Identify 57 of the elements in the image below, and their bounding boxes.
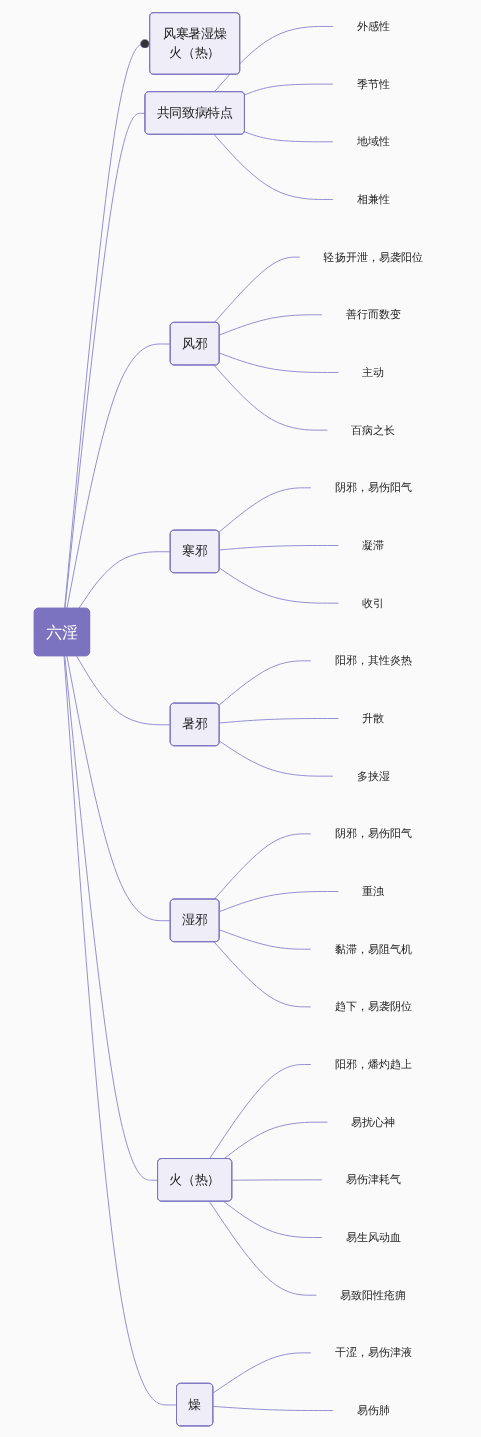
connector: [219, 545, 339, 551]
node-text: 轻扬开泄，易袭阳位: [323, 250, 423, 264]
node-text: 阴邪，易伤阳气: [334, 481, 412, 494]
connector: [213, 833, 312, 900]
connector: [218, 660, 312, 706]
node-text: 趋下，易袭阴位: [334, 1000, 412, 1013]
node-text: 凝滞: [362, 538, 385, 552]
connector: [213, 134, 334, 200]
connector: [212, 1352, 312, 1394]
connector: [212, 1405, 334, 1411]
connector: [66, 655, 172, 922]
connector: [223, 1121, 328, 1160]
connector: [244, 131, 334, 143]
node-text: 相兼性: [356, 192, 390, 206]
connector: [64, 655, 159, 1181]
connector: [223, 1201, 323, 1238]
connector: [213, 256, 301, 324]
node-text: 易伤肺: [356, 1403, 390, 1417]
connector: [231, 1179, 323, 1181]
connector: [219, 891, 339, 913]
node-text: 地域性: [356, 135, 390, 148]
connector: [219, 718, 339, 724]
node-text: 百病之长: [351, 423, 396, 437]
connector: [219, 314, 323, 336]
node-text: 重浊: [362, 884, 385, 898]
connector: [76, 655, 172, 726]
node-text: 黏滞，易阻气机: [334, 942, 412, 956]
node-text: 易生风动血: [345, 1230, 401, 1244]
connector: [213, 364, 328, 431]
connector: [219, 567, 339, 604]
connector: [213, 941, 312, 1008]
node-text: 多挟湿: [356, 769, 390, 783]
connector: [219, 929, 312, 950]
node-text: 干涩，易伤津液: [334, 1346, 412, 1359]
connector: [244, 83, 334, 96]
node-text: 外感性: [356, 19, 390, 33]
connector: [63, 655, 178, 1406]
connector: [213, 26, 334, 93]
node-text: 收引: [362, 596, 385, 610]
node-text: 阳邪，燔灼趋上: [334, 1057, 412, 1071]
node-text: 主动: [362, 365, 385, 379]
connector: [219, 740, 334, 777]
node-text: 易扰心神: [351, 1115, 396, 1129]
connector: [208, 1201, 317, 1296]
node-text: 阳邪，其性炎热: [334, 654, 412, 667]
connector: [64, 112, 146, 610]
node-text: 阴邪，易伤阳气: [334, 827, 412, 840]
connector: [78, 551, 172, 610]
node-text: 易致阳性疮痈: [340, 1288, 407, 1302]
node-text: 升散: [362, 711, 385, 725]
node-text: 善行而数变: [345, 308, 401, 321]
node-text: 易伤津耗气: [345, 1173, 401, 1186]
node-text: 季节性: [356, 77, 390, 91]
connector: [218, 487, 312, 533]
connector: [219, 352, 339, 373]
connector: [66, 343, 172, 610]
connector: [208, 1064, 312, 1160]
